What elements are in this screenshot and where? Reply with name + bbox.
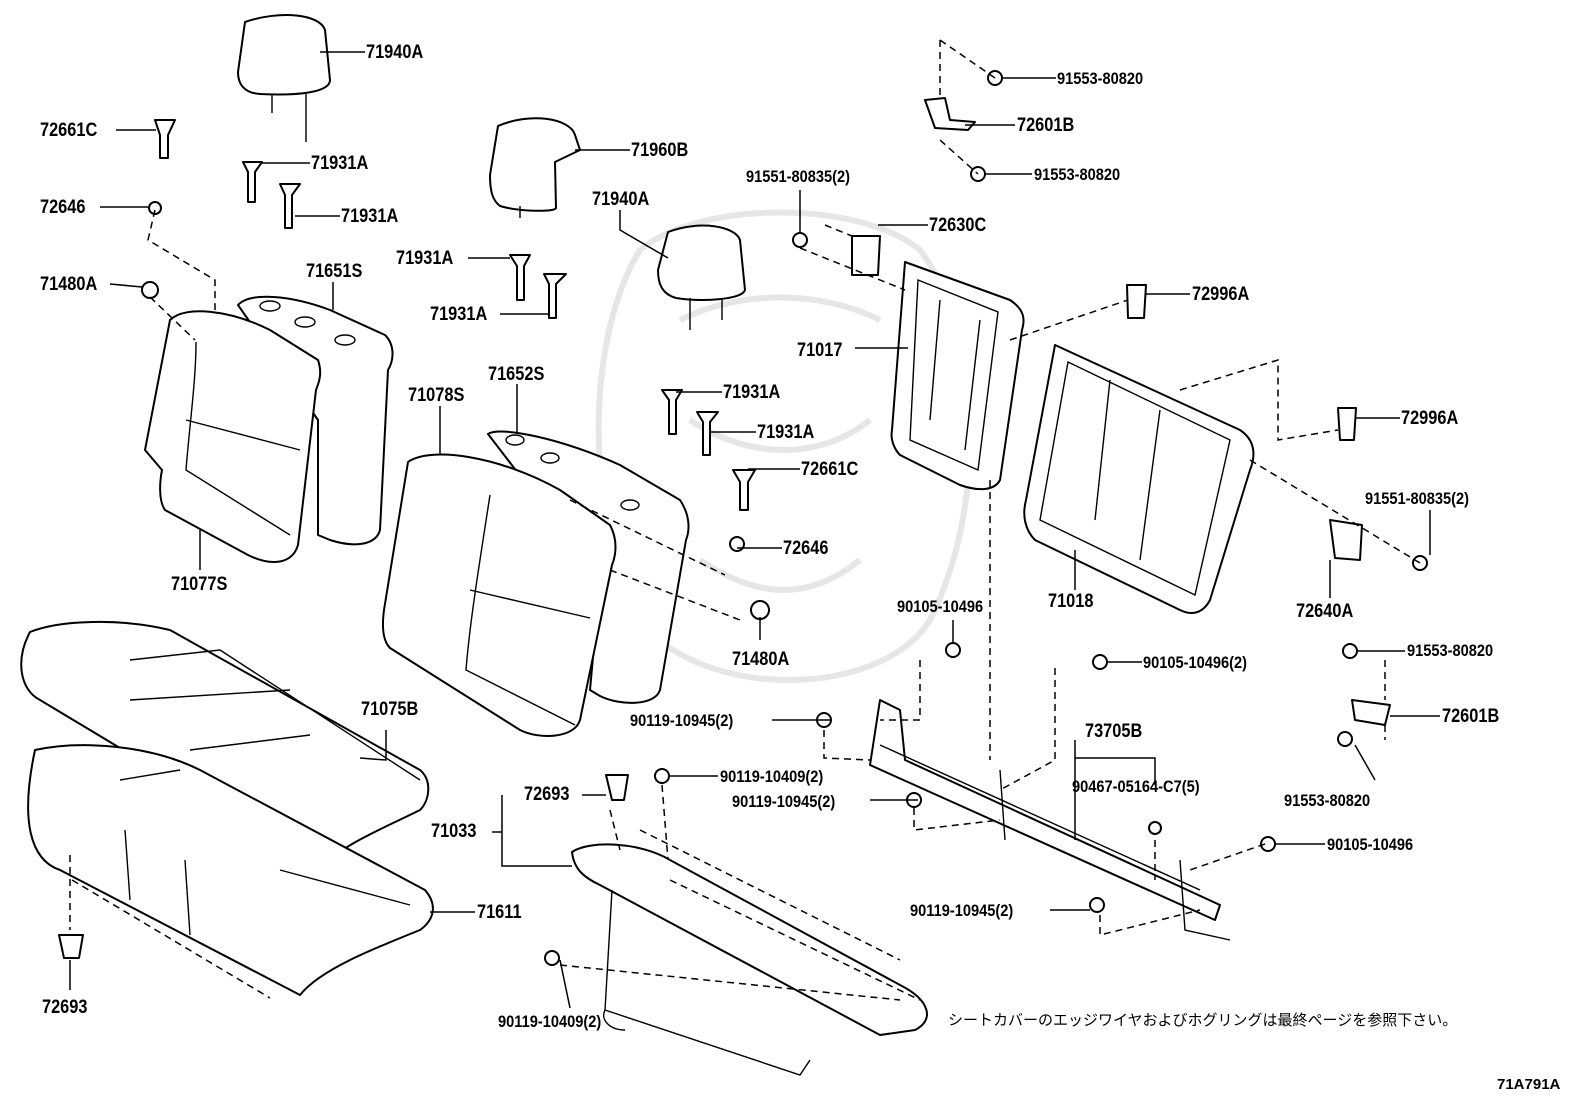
part-label: 90119-10945(2) — [630, 711, 734, 730]
part-label: 90119-10945(2) — [732, 792, 836, 811]
seatback-71077S — [144, 310, 322, 563]
part-label: 71078S — [408, 385, 465, 406]
part-label: 90105-10496 — [897, 597, 984, 616]
part-label: 71651S — [306, 261, 363, 282]
part-label: 73705B — [1085, 721, 1143, 742]
headrest-71960B — [489, 117, 581, 218]
part-label: 72996A — [1401, 408, 1459, 429]
part-label: 90105-10496(2) — [1143, 653, 1248, 672]
part-label: 90119-10409(2) — [720, 767, 824, 786]
part-label: 72996A — [1192, 284, 1250, 305]
part-label: 72601B — [1442, 706, 1500, 727]
part-label: 91553-80820 — [1407, 641, 1494, 660]
part-label: 71018 — [1048, 591, 1094, 612]
part-label: 90105-10496 — [1327, 835, 1414, 854]
part-label: 71960B — [631, 140, 689, 161]
headrest-71940A-left — [237, 14, 331, 142]
part-label: 71931A — [396, 248, 454, 269]
cushion-frame-71033 — [571, 843, 928, 1076]
seat-rail-73705B — [869, 699, 1231, 941]
part-label: 71940A — [366, 42, 424, 63]
part-label: 72661C — [40, 120, 98, 141]
headrest-71940A-right — [657, 224, 746, 330]
part-label: 71075B — [361, 699, 419, 720]
part-label: 72630C — [929, 215, 987, 236]
seatback-71078S — [381, 453, 617, 737]
part-label: 90467-05164-C7(5) — [1072, 777, 1200, 796]
part-label: 91551-80835(2) — [1365, 489, 1470, 508]
part-label: 72693 — [42, 997, 88, 1018]
assembly-dashed-lines — [69, 39, 1421, 1001]
part-label: 71611 — [477, 902, 522, 923]
part-label: 90119-10945(2) — [910, 901, 1014, 920]
part-label: 90119-10409(2) — [498, 1012, 602, 1031]
part-label: 71931A — [430, 304, 488, 325]
hinges-and-latches — [851, 97, 1391, 726]
diagram-code: 71A791A — [1497, 1076, 1561, 1093]
part-label: 71931A — [341, 206, 399, 227]
part-label: 72601B — [1017, 115, 1075, 136]
part-label: 91551-80835(2) — [746, 167, 851, 186]
part-label: 71017 — [797, 340, 843, 361]
part-label: 71931A — [311, 153, 369, 174]
bolts — [544, 70, 1428, 966]
part-label: 71652S — [488, 364, 545, 385]
leader-lines — [69, 51, 1440, 1009]
part-label: 71931A — [723, 382, 781, 403]
part-label: 71077S — [171, 574, 228, 595]
part-label: 72646 — [783, 538, 829, 559]
seatback-frame-71017 — [890, 261, 1025, 491]
seatback-frame-71018 — [1023, 344, 1255, 614]
guide-pins — [58, 119, 770, 959]
reference-note: シートカバーのエッジワイヤおよびホグリングは最終ページを参照下さい。 — [948, 1011, 1458, 1029]
seatback-71652S — [487, 430, 690, 704]
seat-cushion-71075B — [20, 621, 430, 871]
part-label: 91553-80820 — [1034, 165, 1121, 184]
part-label: 72646 — [40, 197, 86, 218]
part-label: 72661C — [801, 459, 859, 480]
part-label: 72693 — [524, 784, 570, 805]
part-label: 91553-80820 — [1284, 791, 1371, 810]
part-label: 71480A — [732, 649, 790, 670]
seat-cushion-71611 — [27, 744, 434, 996]
part-label: 72640A — [1296, 601, 1354, 622]
part-label: 71940A — [592, 189, 650, 210]
part-label: 71931A — [757, 422, 815, 443]
part-label: 71033 — [431, 821, 477, 842]
part-label: 91553-80820 — [1057, 69, 1144, 88]
part-label: 71480A — [40, 274, 98, 295]
